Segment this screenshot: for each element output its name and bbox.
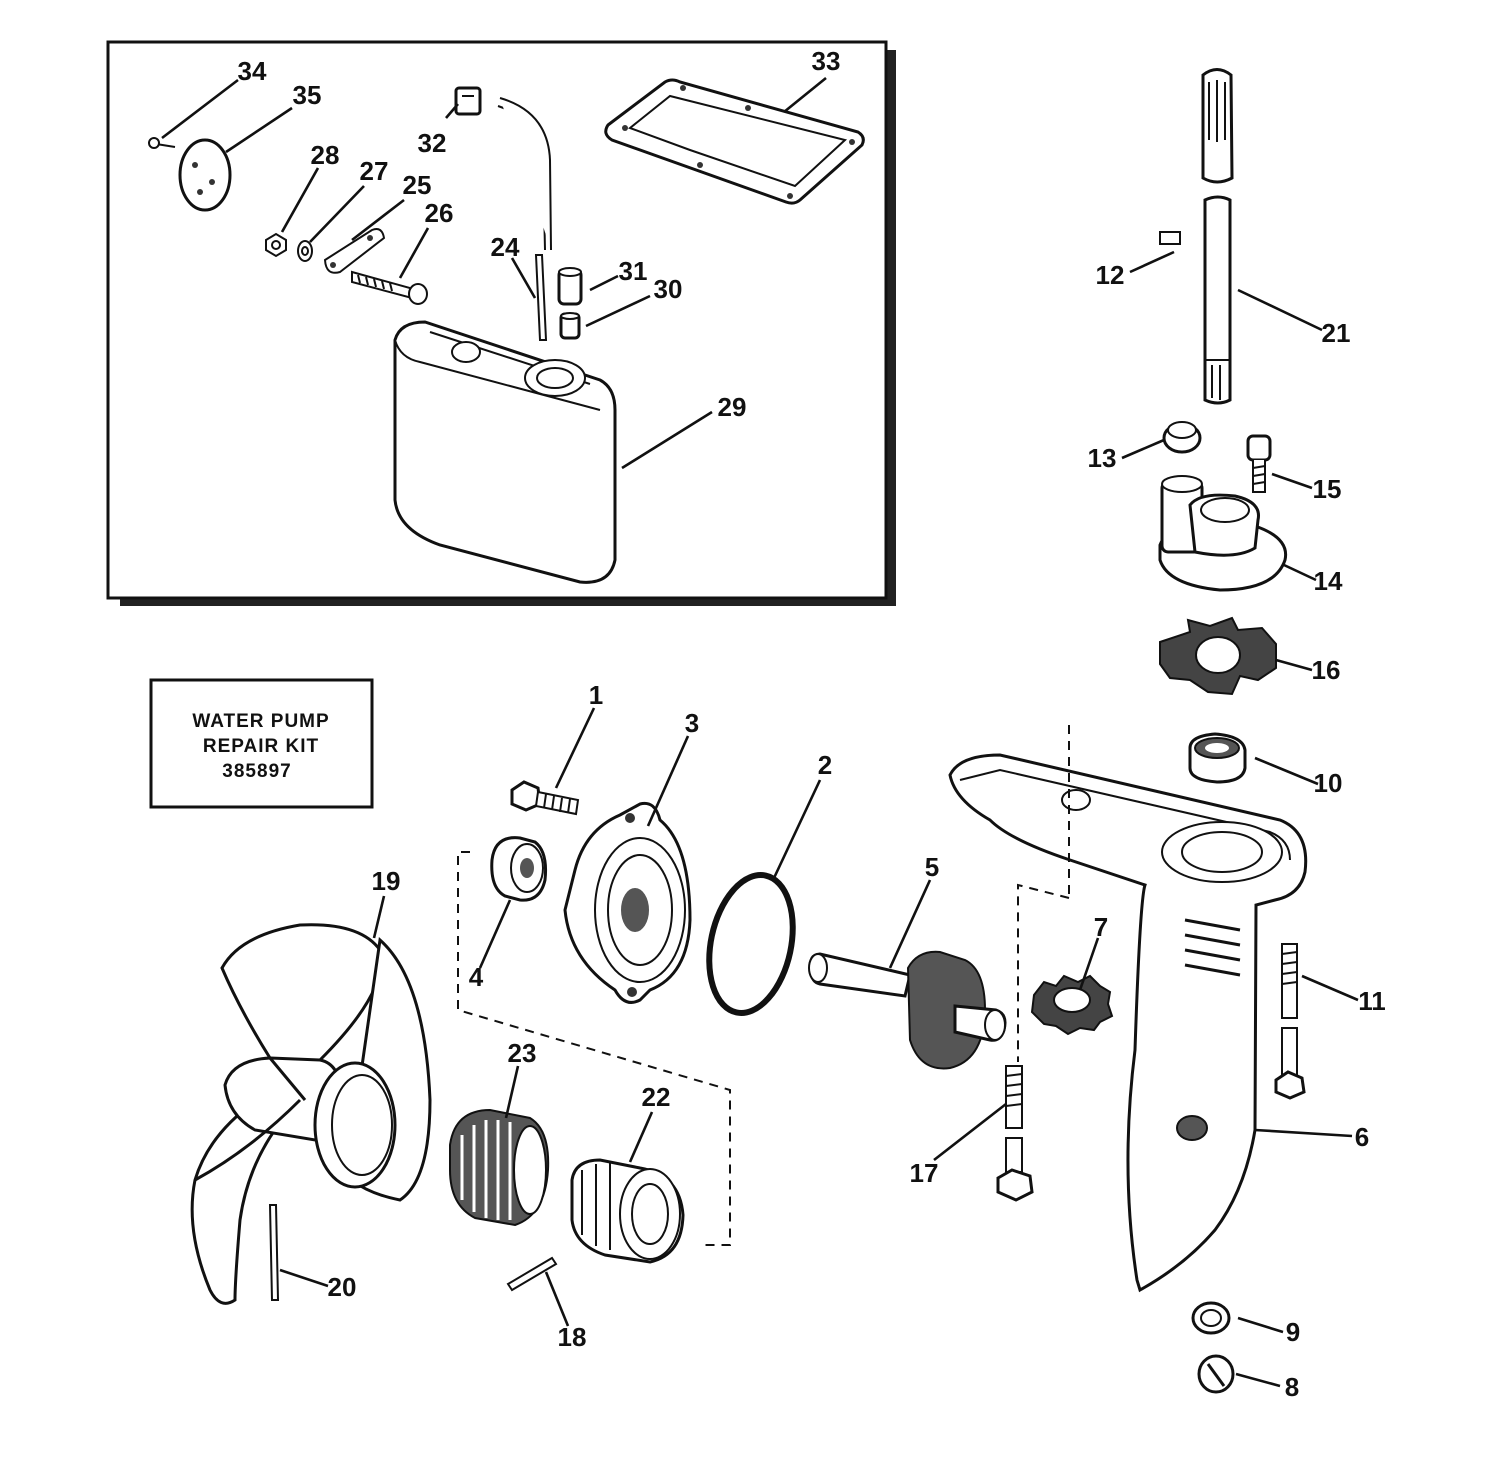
callout-5: 5 xyxy=(925,852,939,882)
part-16-impeller xyxy=(1159,616,1277,696)
callout-4: 4 xyxy=(469,962,484,992)
callout-13: 13 xyxy=(1088,443,1117,473)
part-35-cover-plate xyxy=(178,138,232,212)
part-24-water-tube xyxy=(497,97,552,341)
part-23-thrust-hub xyxy=(449,1108,550,1227)
callout-11: 11 xyxy=(1358,986,1386,1016)
callout-23: 23 xyxy=(508,1038,537,1068)
callout-20: 20 xyxy=(328,1272,357,1302)
callout-29: 29 xyxy=(718,392,747,422)
part-9-washer xyxy=(1191,1301,1231,1335)
inset-leaders xyxy=(161,76,827,470)
part-1-screw xyxy=(510,780,580,816)
callout-15: 15 xyxy=(1313,474,1342,504)
part-20-pin xyxy=(268,1204,280,1301)
callout-1: 1 xyxy=(589,680,603,710)
part-22-thrust-hub xyxy=(570,1158,685,1264)
callout-10: 10 xyxy=(1314,768,1343,798)
callout-12: 12 xyxy=(1096,260,1125,290)
part-29-exhaust-housing xyxy=(393,320,617,584)
part-2-o-ring xyxy=(706,872,796,1016)
callout-35: 35 xyxy=(293,80,322,110)
callout-6: 6 xyxy=(1355,1122,1369,1152)
part-driveshaft-upper xyxy=(1201,68,1234,184)
water-pump-repair-kit-box: WATER PUMP REPAIR KIT 385897 xyxy=(149,678,374,809)
callout-16: 16 xyxy=(1312,655,1341,685)
part-10-seal xyxy=(1188,732,1247,784)
kit-part-number: 385897 xyxy=(222,761,291,782)
part-33-gasket xyxy=(604,78,865,205)
callout-21: 21 xyxy=(1322,318,1351,348)
part-28-nut xyxy=(265,232,287,258)
callout-14: 14 xyxy=(1314,566,1343,596)
part-13-bushing xyxy=(1162,421,1202,454)
part-7-pinion-gear xyxy=(1030,974,1114,1036)
part-31-grommet xyxy=(557,267,583,306)
callout-25: 25 xyxy=(403,170,432,200)
main-leaders xyxy=(279,250,1359,1388)
part-25-link xyxy=(323,228,386,274)
part-30-grommet xyxy=(559,312,581,340)
part-14-pump-housing xyxy=(1158,475,1288,592)
dashed-groupings xyxy=(457,725,1070,1246)
part-19-propeller xyxy=(190,923,432,1305)
part-18-cotter-pin xyxy=(506,1256,558,1292)
callout-17: 17 xyxy=(910,1158,939,1188)
callout-8: 8 xyxy=(1285,1372,1299,1402)
part-11-screw xyxy=(1274,943,1306,1100)
callout-34: 34 xyxy=(238,56,267,86)
callout-19: 19 xyxy=(372,866,401,896)
callout-28: 28 xyxy=(311,140,340,170)
callout-26: 26 xyxy=(425,198,454,228)
callout-30: 30 xyxy=(654,274,683,304)
part-26-bolt xyxy=(351,270,428,305)
part-17-screw xyxy=(996,1065,1034,1202)
callout-32: 32 xyxy=(418,128,447,158)
callout-3: 3 xyxy=(685,708,699,738)
kit-line-2: REPAIR KIT xyxy=(203,736,319,757)
callout-33: 33 xyxy=(812,46,841,76)
callout-27: 27 xyxy=(360,156,389,186)
part-27-washer xyxy=(297,240,313,262)
part-21-drive-shaft xyxy=(1203,195,1232,405)
callout-7: 7 xyxy=(1094,912,1108,942)
part-15-screw xyxy=(1246,434,1272,493)
part-12-key xyxy=(1159,231,1181,245)
callout-18: 18 xyxy=(558,1322,587,1352)
part-3-bearing-housing xyxy=(563,801,692,1004)
callout-9: 9 xyxy=(1286,1317,1300,1347)
part-34-screw xyxy=(148,137,176,149)
part-8-plug xyxy=(1197,1354,1235,1394)
callout-22: 22 xyxy=(642,1082,671,1112)
callout-2: 2 xyxy=(818,750,832,780)
part-32-clip xyxy=(454,86,482,116)
callout-labels: 1 2 3 4 5 6 7 8 9 10 11 12 13 14 15 16 1… xyxy=(238,46,1386,1402)
part-4-bearing xyxy=(490,836,547,902)
part-5-propeller-shaft xyxy=(808,950,1007,1070)
callout-31: 31 xyxy=(619,256,648,286)
part-6-gearcase xyxy=(948,753,1308,1293)
callout-24: 24 xyxy=(491,232,520,262)
kit-line-1: WATER PUMP xyxy=(192,711,329,732)
